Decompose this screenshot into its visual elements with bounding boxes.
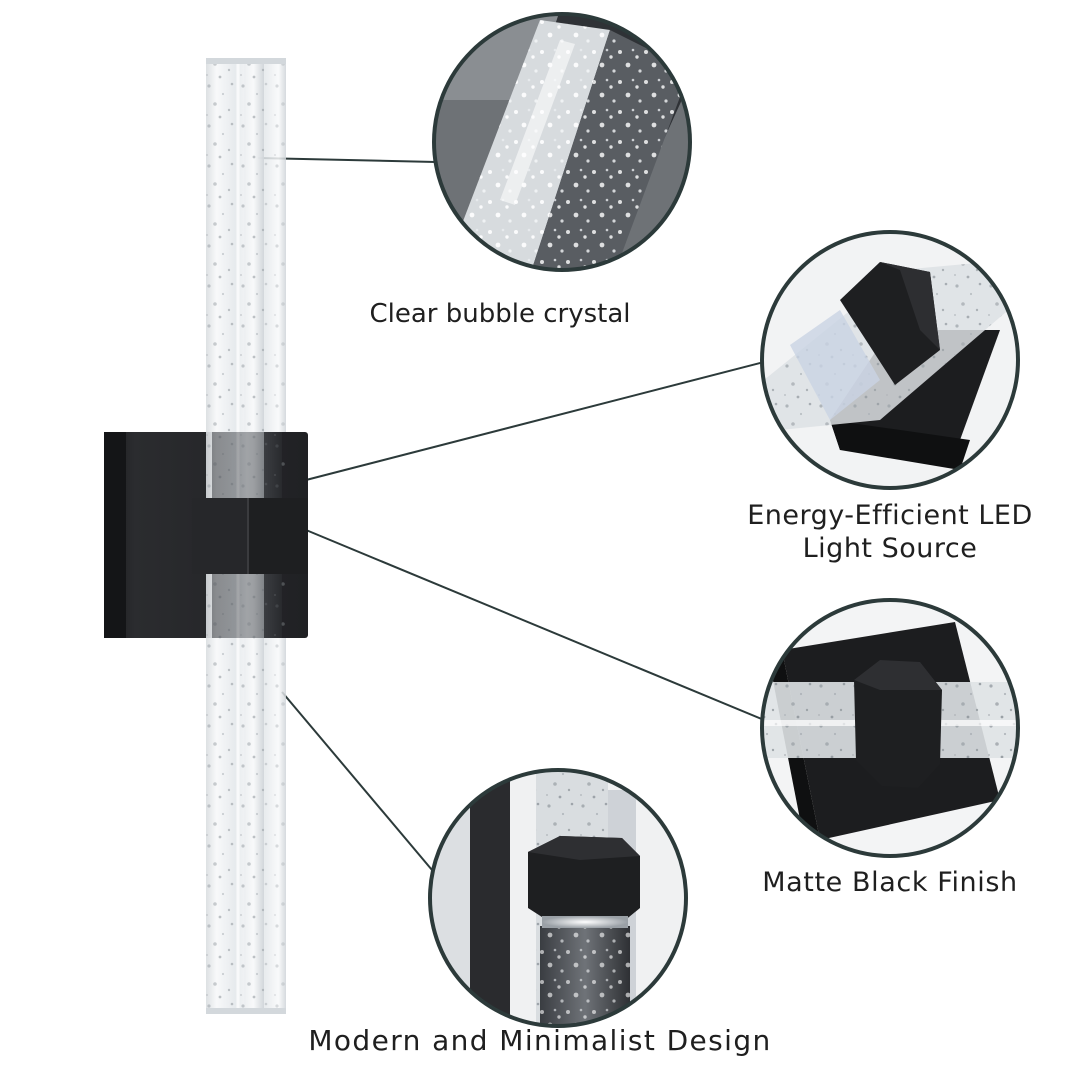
leader-line-led [305,361,765,481]
wall-sconce [104,58,308,1014]
rod-cap-bottom [206,1008,286,1014]
callout-ring-design [428,768,688,1028]
callout-ring-led [760,230,1020,490]
callout-ring-crystal [432,12,692,272]
leader-lines [257,157,765,871]
callout-led [760,230,1020,490]
leader-line-finish [305,529,765,721]
callout-design [428,768,688,1028]
leader-line-design [281,691,433,871]
callout-label-finish: Matte Black Finish [762,867,1018,898]
callout-label-led-line2: Light Source [802,533,978,564]
leader-line-crystal [257,157,437,163]
rod-cap-top [206,58,286,64]
callout-label-crystal: Clear bubble crystal [369,299,631,329]
callout-finish [760,598,1020,858]
callout-label-led-line1: Energy-Efficient LED [747,500,1033,531]
callout-ring-finish [760,598,1020,858]
callout-label-design: Modern and Minimalist Design [308,1024,772,1057]
wall-mount-plate-edge [104,432,126,638]
center-hub-face [192,498,248,574]
callout-crystal [432,12,692,272]
